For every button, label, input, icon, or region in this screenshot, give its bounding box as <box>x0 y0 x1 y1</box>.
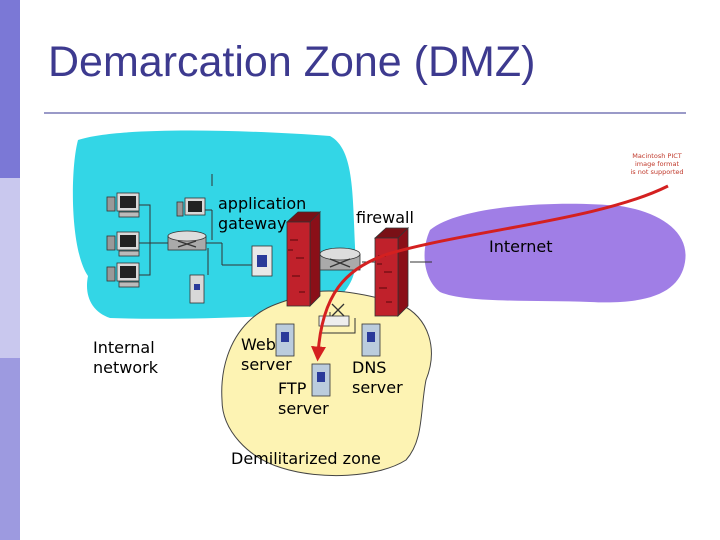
internal-network-label: Internal network <box>93 338 158 377</box>
workstation-4 <box>176 197 206 217</box>
firewall-outer <box>373 227 409 317</box>
title-divider <box>44 112 686 114</box>
traffic-path-arrow <box>311 184 669 362</box>
firewall-label: firewall <box>356 208 414 227</box>
web-server-label: Web server <box>241 335 292 374</box>
ftp-server-box <box>311 363 331 397</box>
sidebar-block-mid <box>0 358 20 540</box>
gateway-server <box>251 245 273 277</box>
dns-server-box <box>361 323 381 357</box>
unsupported-image-notice: Macintosh PICT image format is not suppo… <box>630 152 684 176</box>
application-gateway-label: application gateway <box>218 194 307 233</box>
internet-cloud <box>424 203 686 303</box>
internal-network-cloud <box>72 130 356 319</box>
dmz-switch <box>318 303 350 327</box>
internet-label: Internet <box>489 237 553 256</box>
ftp-server-label: FTP server <box>278 379 329 418</box>
sidebar-block-light <box>0 178 20 358</box>
web-server-box <box>275 323 295 357</box>
workstation-1 <box>106 192 140 218</box>
sidebar-block-dark <box>0 0 20 178</box>
workstation-3 <box>106 262 140 288</box>
firewall-inner <box>285 211 321 307</box>
dmz-router <box>319 247 361 271</box>
internal-router <box>167 230 207 251</box>
internal-server <box>189 274 205 304</box>
demilitarized-zone-label: Demilitarized zone <box>231 449 381 468</box>
dns-server-label: DNS server <box>352 358 403 397</box>
slide-title: Demarcation Zone (DMZ) <box>48 38 536 86</box>
workstation-2 <box>106 231 140 257</box>
